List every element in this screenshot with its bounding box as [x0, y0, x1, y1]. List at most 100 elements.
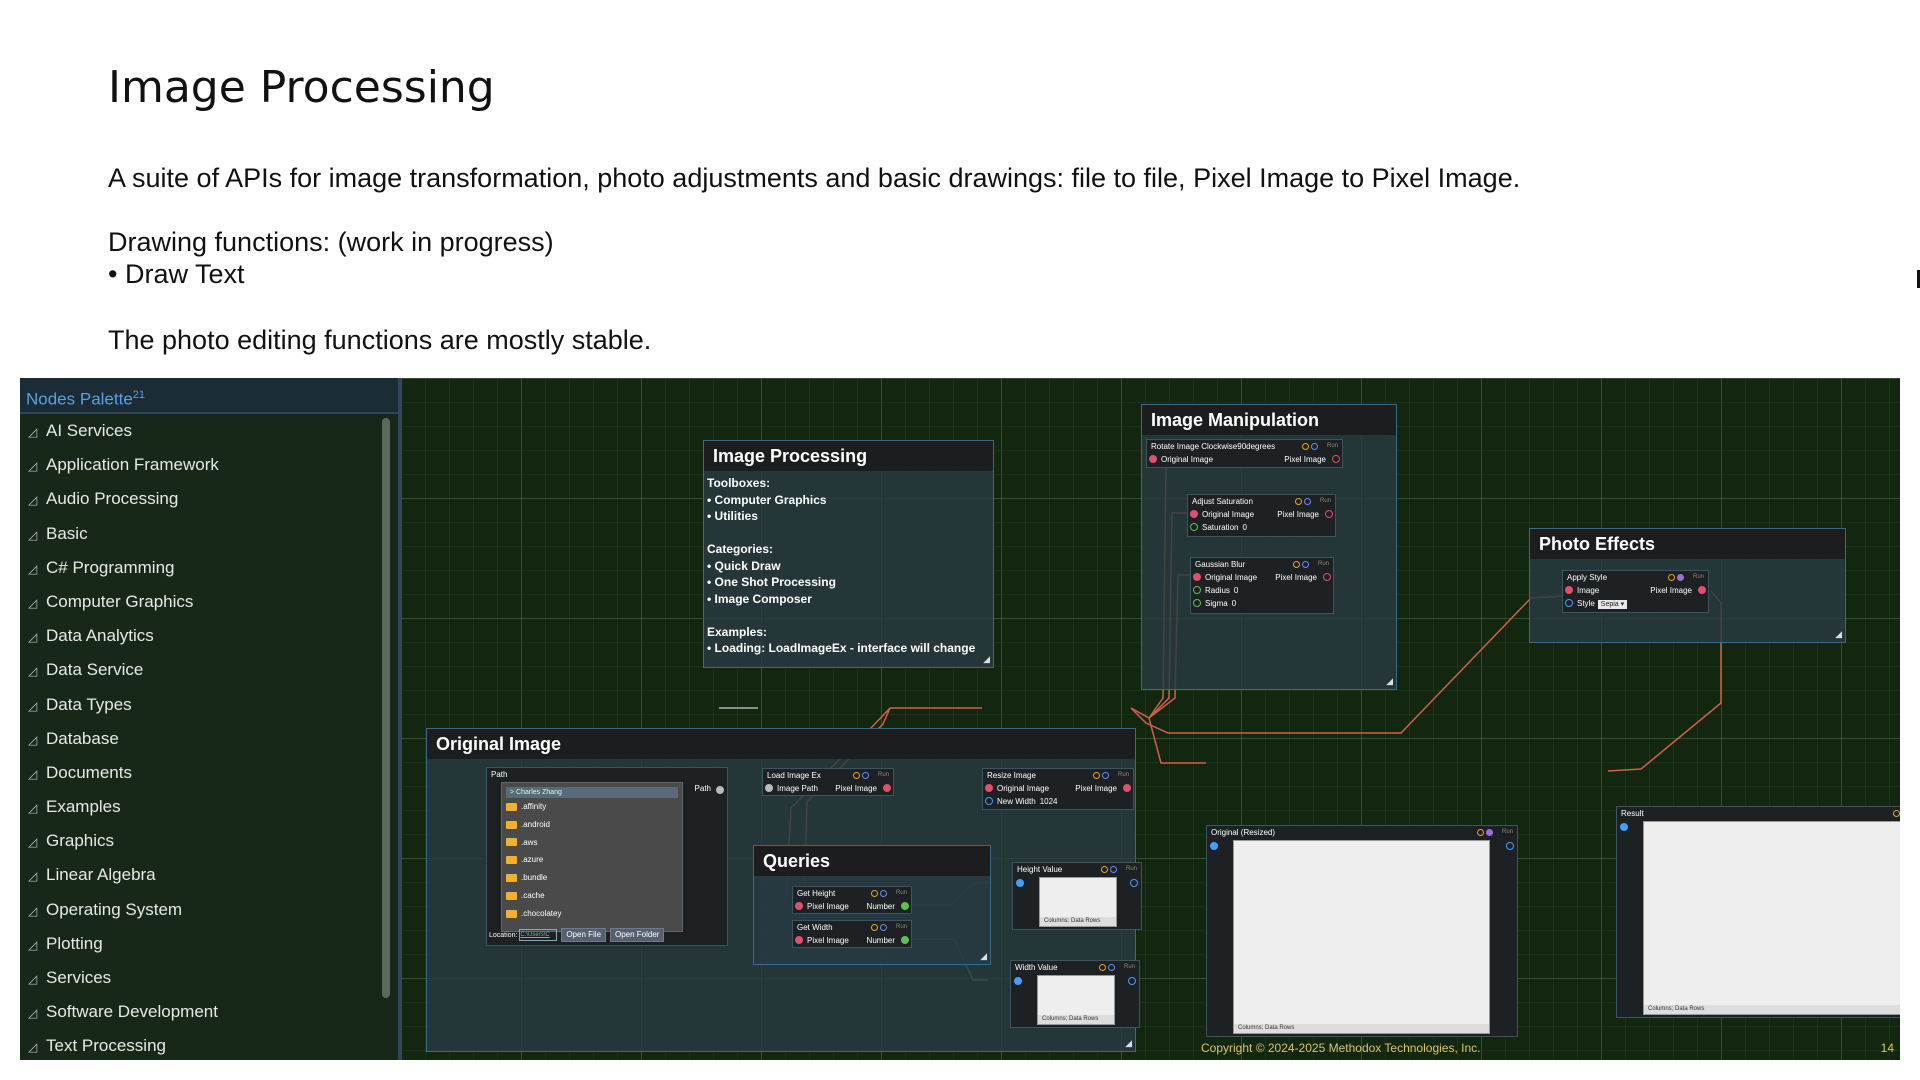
expand-arrow-icon[interactable]: ◿	[28, 835, 38, 850]
expand-arrow-icon[interactable]: ◿	[28, 1006, 38, 1021]
run-button[interactable]: Run	[1317, 561, 1329, 567]
folder-item[interactable]: .aws	[502, 834, 682, 852]
resize-grip-icon[interactable]: ◢	[983, 654, 990, 664]
output-pin[interactable]	[1325, 510, 1333, 518]
resize-grip-icon[interactable]: ◢	[980, 951, 987, 961]
input-pin[interactable]	[1193, 586, 1201, 594]
run-button[interactable]: Run	[1117, 772, 1129, 778]
palette-category[interactable]: ◿Audio Processing	[20, 482, 398, 516]
palette-scrollbar[interactable]	[382, 418, 390, 1018]
param-value[interactable]: 0	[1231, 599, 1237, 608]
palette-category[interactable]: ◿Computer Graphics	[20, 585, 398, 619]
param-value[interactable]: 0	[1242, 523, 1247, 532]
expand-arrow-icon[interactable]: ◿	[28, 459, 38, 474]
expand-arrow-icon[interactable]: ◿	[28, 698, 38, 713]
scrollbar-thumb[interactable]	[382, 418, 390, 998]
result-node[interactable]: Result Columns; Data Rows	[1616, 806, 1900, 1018]
palette-category[interactable]: ◿Database	[20, 722, 398, 756]
palette-category[interactable]: ◿Plotting	[20, 927, 398, 961]
input-pin[interactable]	[1190, 510, 1198, 518]
palette-category[interactable]: ◿Operating System	[20, 893, 398, 927]
palette-category[interactable]: ◿Examples	[20, 790, 398, 824]
expand-arrow-icon[interactable]: ◿	[28, 801, 38, 816]
param-value[interactable]: 1024	[1039, 797, 1058, 806]
output-pin[interactable]	[1323, 573, 1331, 581]
input-pin[interactable]	[765, 784, 773, 792]
input-pin[interactable]	[985, 784, 993, 792]
expand-arrow-icon[interactable]: ◿	[28, 732, 38, 747]
input-pin[interactable]	[1016, 879, 1024, 887]
palette-category[interactable]: ◿Services	[20, 961, 398, 995]
folder-item[interactable]: .bundle	[502, 869, 682, 887]
style-dropdown[interactable]: Sepia ▾	[1597, 600, 1628, 609]
output-pin[interactable]	[716, 786, 724, 794]
input-pin[interactable]	[795, 936, 803, 944]
expand-arrow-icon[interactable]: ◿	[28, 972, 38, 986]
input-pin[interactable]	[1210, 842, 1218, 850]
output-pin[interactable]	[1506, 842, 1514, 850]
input-pin[interactable]	[1014, 977, 1022, 985]
expand-arrow-icon[interactable]: ◿	[28, 493, 38, 508]
param-value[interactable]: 0	[1233, 586, 1239, 595]
run-button[interactable]: Run	[1692, 574, 1704, 580]
resize-grip-icon[interactable]: ◢	[1125, 1038, 1132, 1048]
output-pin[interactable]	[901, 936, 909, 944]
palette-category[interactable]: ◿Text Processing	[20, 1029, 398, 1060]
output-pin[interactable]	[1128, 977, 1136, 985]
palette-category[interactable]: ◿Documents	[20, 756, 398, 790]
expand-arrow-icon[interactable]: ◿	[28, 869, 38, 884]
expand-arrow-icon[interactable]: ◿	[28, 527, 38, 542]
expand-arrow-icon[interactable]: ◿	[28, 937, 38, 952]
input-pin[interactable]	[1193, 599, 1201, 607]
run-button[interactable]: Run	[1501, 829, 1513, 835]
path-breadcrumb[interactable]: > Charles Zhang	[506, 787, 678, 798]
output-pin[interactable]	[1698, 586, 1706, 594]
run-button[interactable]: Run	[1326, 443, 1338, 449]
expand-arrow-icon[interactable]: ◿	[28, 664, 38, 679]
open-file-button[interactable]: Open File	[561, 928, 607, 942]
run-button[interactable]: Run	[1123, 964, 1135, 970]
original-resized-node[interactable]: Original (Resized)Run Columns; Data Rows	[1206, 825, 1518, 1037]
expand-arrow-icon[interactable]: ◿	[28, 630, 38, 645]
folder-item[interactable]: .affinity	[502, 798, 682, 816]
input-pin[interactable]	[1190, 523, 1198, 531]
palette-category[interactable]: ◿AI Services	[20, 414, 398, 448]
palette-category[interactable]: ◿Data Types	[20, 688, 398, 722]
expand-arrow-icon[interactable]: ◿	[28, 561, 38, 576]
run-button[interactable]: Run	[895, 924, 907, 930]
output-pin[interactable]	[1123, 784, 1131, 792]
output-pin[interactable]	[1130, 879, 1138, 887]
run-button[interactable]: Run	[1125, 866, 1137, 872]
input-pin[interactable]	[985, 797, 993, 805]
folder-item[interactable]: .chocolatey	[502, 905, 682, 923]
input-pin[interactable]	[1149, 455, 1157, 463]
graph-canvas[interactable]: Image Processing Toolboxes:• Computer Gr…	[401, 378, 1900, 1060]
expand-arrow-icon[interactable]: ◿	[28, 595, 38, 610]
open-folder-button[interactable]: Open Folder	[609, 928, 665, 942]
run-button[interactable]: Run	[895, 890, 907, 896]
folder-item[interactable]: .android	[502, 816, 682, 834]
folder-item[interactable]: .cache	[502, 887, 682, 905]
output-pin[interactable]	[901, 902, 909, 910]
palette-category[interactable]: ◿Linear Algebra	[20, 858, 398, 892]
palette-category[interactable]: ◿C# Programming	[20, 551, 398, 585]
input-pin[interactable]	[1565, 599, 1573, 607]
palette-category[interactable]: ◿Basic	[20, 517, 398, 551]
folder-item[interactable]: .azure	[502, 851, 682, 869]
palette-category[interactable]: ◿Data Analytics	[20, 619, 398, 653]
output-pin[interactable]	[883, 784, 891, 792]
expand-arrow-icon[interactable]: ◿	[28, 1040, 38, 1055]
resize-grip-icon[interactable]: ◢	[1835, 629, 1842, 639]
palette-category[interactable]: ◿Software Development	[20, 995, 398, 1029]
expand-arrow-icon[interactable]: ◿	[28, 766, 38, 781]
path-node[interactable]: Path Path > Charles Zhang .affinity.andr…	[486, 767, 728, 946]
